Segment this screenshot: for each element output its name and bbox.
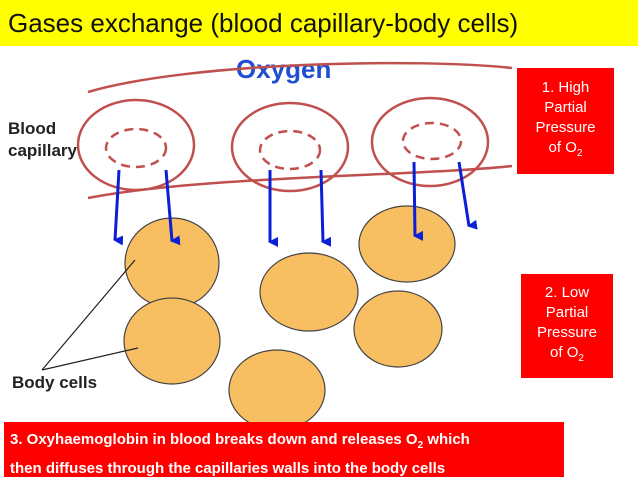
low-pressure-line: 2. Low [544, 284, 590, 301]
red-blood-cell [76, 98, 196, 192]
title-bar: Gases exchange (blood capillary-body cel… [0, 0, 638, 46]
oxygen-diffusion-arrow [457, 161, 478, 230]
low-pressure-line: Partial [545, 304, 589, 321]
high-pressure-box: 1. High Partial Pressure of O2 [517, 68, 614, 174]
oxygen-diffusion-arrow [319, 169, 332, 247]
red-blood-cell-dashed-inner [401, 121, 463, 161]
explanation-line1: 3. Oxyhaemoglobin in blood breaks down a… [10, 431, 470, 451]
body-cell [259, 252, 359, 332]
body-cells-label: Body cells [12, 373, 98, 392]
body-cell [353, 290, 443, 368]
explanation-note: 3. Oxyhaemoglobin in blood breaks down a… [4, 422, 564, 477]
high-pressure-line: 1. High [541, 79, 590, 96]
low-pressure-box: 2. Low Partial Pressure of O2 [521, 274, 613, 378]
blood-capillary-label: Blood capillary [8, 118, 77, 162]
red-blood-cell [370, 96, 490, 188]
page-title: Gases exchange (blood capillary-body cel… [8, 7, 519, 38]
oxygen-diffusion-arrow [113, 169, 124, 246]
blood-capillary-label-line1: Blood [8, 119, 57, 138]
red-blood-cell-dashed-inner [104, 127, 168, 169]
oxygen-diffusion-arrow [164, 169, 181, 246]
pointer-line [41, 347, 139, 371]
low-pressure-line: Pressure [536, 324, 598, 341]
red-blood-cell [230, 101, 350, 193]
body-cell [123, 297, 221, 385]
vessel-wall-bottom [87, 164, 513, 200]
explanation-line2: then diffuses through the capillaries wa… [10, 460, 446, 477]
oxygen-diffusion-arrow [412, 161, 424, 241]
vessel-wall-top [87, 61, 513, 94]
high-pressure-line: of O2 [548, 139, 583, 159]
body-cell [228, 349, 326, 431]
low-pressure-line: of O2 [550, 344, 584, 364]
body-cell [358, 205, 456, 283]
high-pressure-line: Pressure [535, 119, 596, 136]
high-pressure-line: Partial [544, 99, 587, 116]
blood-capillary-label-line2: capillary [8, 141, 77, 160]
red-blood-cell-dashed-inner [258, 129, 322, 171]
pointer-line [41, 259, 136, 371]
